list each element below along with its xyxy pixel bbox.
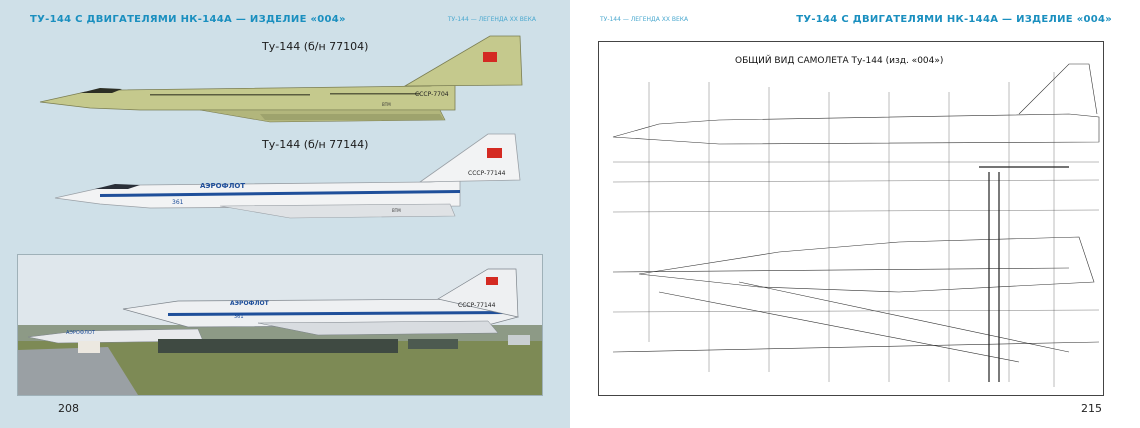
plane1-tail-registration: СССР-7704 xyxy=(415,91,449,98)
left-page-number: 208 xyxy=(58,402,79,415)
caption-77104: Ту-144 (б/н 77104) xyxy=(262,40,369,53)
soviet-flag-icon xyxy=(487,148,502,158)
drawing-title: ОБЩИЙ ВИД САМОЛЕТА Ту-144 (изд. «004») xyxy=(735,56,944,66)
plane-illustration-77104: СССР-7704 ВТМ xyxy=(39,35,523,123)
photo-plane-nose-number: 361 xyxy=(234,314,244,320)
plane1-code: ВТМ xyxy=(382,102,391,107)
photo-plane-registration: СССР-77144 xyxy=(458,302,496,309)
soviet-flag-icon xyxy=(483,52,497,62)
right-page-number: 215 xyxy=(1081,402,1102,415)
left-page: ТУ-144 С ДВИГАТЕЛЯМИ НК-144А — ИЗДЕЛИЕ «… xyxy=(0,0,570,428)
plane2-brand-text: АЭРОФЛОТ xyxy=(200,182,245,190)
plane2-tail-registration: СССР-77144 xyxy=(468,170,506,177)
caption-77144: Ту-144 (б/н 77144) xyxy=(262,138,369,151)
plane2-nose-number: 361 xyxy=(172,199,184,206)
plane2-code: ВТМ xyxy=(392,208,401,213)
plane-illustration-77144: АЭРОФЛОТ СССР-77144 361 ВТМ xyxy=(54,133,521,219)
airfield-photo: АЭРОФЛОТ АЭРОФЛОТ СССР-77144 361 xyxy=(17,254,543,396)
technical-drawing: ОБЩИЙ ВИД САМОЛЕТА Ту-144 (изд. «004») xyxy=(598,41,1104,396)
left-header-subtitle: ТУ-144 — ЛЕГЕНДА ХХ ВЕКА xyxy=(447,16,536,23)
photo-bg-plane-brand: АЭРОФЛОТ xyxy=(66,330,96,336)
right-page: ТУ-144 — ЛЕГЕНДА ХХ ВЕКА ТУ-144 С ДВИГАТ… xyxy=(570,0,1140,428)
plane2-stripe xyxy=(100,190,460,197)
right-header-subtitle: ТУ-144 — ЛЕГЕНДА ХХ ВЕКА xyxy=(600,16,689,23)
photo-plane-brand: АЭРОФЛОТ xyxy=(230,300,270,307)
right-header-title: ТУ-144 С ДВИГАТЕЛЯМИ НК-144А — ИЗДЕЛИЕ «… xyxy=(796,14,1112,25)
left-header-title: ТУ-144 С ДВИГАТЕЛЯМИ НК-144А — ИЗДЕЛИЕ «… xyxy=(30,14,346,25)
